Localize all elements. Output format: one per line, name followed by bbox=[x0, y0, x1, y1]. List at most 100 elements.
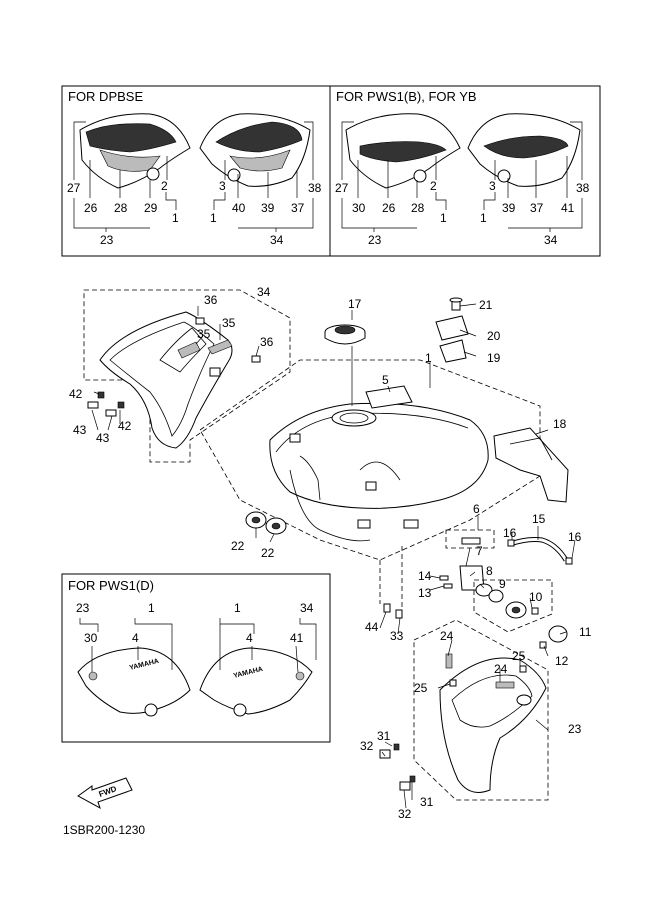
header-pws1b-yb: FOR PWS1(B), FOR YB bbox=[336, 89, 477, 104]
callout: 28 bbox=[411, 201, 425, 215]
bracket-20-19 bbox=[435, 297, 469, 363]
callout: 23 bbox=[568, 722, 582, 736]
callout: 30 bbox=[84, 631, 98, 645]
callout: 43 bbox=[73, 423, 87, 437]
callout: 1 bbox=[480, 211, 487, 225]
dpbse-right-cover bbox=[199, 113, 311, 187]
callout: 13 bbox=[418, 586, 432, 600]
callout: 41 bbox=[290, 631, 304, 645]
callout: 17 bbox=[348, 297, 362, 311]
main-callouts: 34 36 35 35 36 42 43 42 43 17 21 20 19 1… bbox=[69, 285, 592, 821]
callout: 29 bbox=[144, 201, 158, 215]
callout: 27 bbox=[335, 181, 349, 195]
pws1b-right-cover bbox=[467, 113, 581, 187]
callout: 30 bbox=[352, 201, 366, 215]
callout: 27 bbox=[67, 181, 81, 195]
callout: 34 bbox=[544, 233, 558, 247]
side-cover-right bbox=[439, 653, 547, 793]
callout: 21 bbox=[479, 298, 493, 312]
diagram-code: 1SBR200-1230 bbox=[63, 823, 145, 837]
callout: 42 bbox=[69, 387, 83, 401]
callout: 10 bbox=[529, 590, 543, 604]
callout: 31 bbox=[377, 729, 391, 743]
inset-top: FOR DPBSE FOR PWS1(B), FOR YB bbox=[61, 85, 601, 257]
callout: 12 bbox=[555, 654, 569, 668]
callout: 33 bbox=[390, 629, 404, 643]
callout: 6 bbox=[473, 502, 480, 516]
filler-cap bbox=[324, 324, 366, 345]
outline-34 bbox=[83, 289, 291, 463]
dampers-22 bbox=[245, 511, 287, 535]
pws1b-callouts: 27 30 26 28 2 1 23 3 1 39 37 41 38 34 bbox=[335, 121, 590, 247]
decal-5 bbox=[365, 385, 413, 409]
screws-31-32 bbox=[379, 743, 416, 791]
header-dpbse: FOR DPBSE bbox=[68, 89, 143, 104]
callout: 34 bbox=[270, 233, 284, 247]
callout: 8 bbox=[486, 564, 493, 578]
callout: 34 bbox=[300, 601, 314, 615]
dpbse-callouts: 27 26 28 29 2 1 23 3 1 40 39 37 38 34 bbox=[67, 121, 322, 247]
pws1b-left-cover bbox=[345, 113, 461, 189]
callout: 39 bbox=[261, 201, 275, 215]
callout: 11 bbox=[579, 625, 592, 639]
outline-23 bbox=[413, 619, 549, 801]
header-pws1d: FOR PWS1(D) bbox=[68, 578, 154, 593]
inset-pws1d: FOR PWS1(D) YAMAHA YAMAHA 23 1 30 4 1 4 … bbox=[61, 573, 331, 743]
callout: 23 bbox=[368, 233, 382, 247]
callout: 16 bbox=[568, 530, 582, 544]
side-cover-left bbox=[99, 311, 261, 449]
callout: 26 bbox=[382, 201, 396, 215]
callout: 42 bbox=[118, 419, 132, 433]
callout: 1 bbox=[234, 601, 241, 615]
callout: 31 bbox=[420, 795, 434, 809]
callout: 5 bbox=[382, 373, 389, 387]
callout: 39 bbox=[502, 201, 516, 215]
dpbse-left-cover bbox=[79, 113, 191, 189]
callout: 1 bbox=[172, 211, 179, 225]
callout: 4 bbox=[132, 631, 139, 645]
callout: 3 bbox=[489, 179, 496, 193]
callout: 34 bbox=[257, 285, 271, 299]
callout: 28 bbox=[114, 201, 128, 215]
callout: 24 bbox=[494, 662, 508, 676]
bolts-44-33 bbox=[379, 546, 403, 619]
callout: 38 bbox=[576, 181, 590, 195]
callout: 3 bbox=[219, 179, 226, 193]
callout: 15 bbox=[532, 512, 546, 526]
callout: 35 bbox=[222, 316, 236, 330]
callout: 1 bbox=[148, 601, 155, 615]
pws1d-callouts: 23 1 30 4 1 4 34 41 bbox=[76, 601, 317, 673]
callout: 7 bbox=[476, 544, 483, 558]
callout: 37 bbox=[530, 201, 544, 215]
callout: 40 bbox=[232, 201, 246, 215]
callout: 22 bbox=[261, 546, 275, 560]
fuel-cock bbox=[439, 529, 568, 649]
callout: 19 bbox=[487, 351, 501, 365]
callout: 36 bbox=[204, 293, 218, 307]
callout: 36 bbox=[260, 335, 274, 349]
main-exploded-view: 34 36 35 35 36 42 43 42 43 17 21 20 19 1… bbox=[69, 285, 592, 821]
callout: 24 bbox=[440, 629, 454, 643]
callout: 23 bbox=[76, 601, 90, 615]
callout: 20 bbox=[487, 329, 501, 343]
callout: 43 bbox=[96, 431, 110, 445]
callout: 9 bbox=[499, 577, 506, 591]
callout: 18 bbox=[553, 417, 567, 431]
main-leaders bbox=[91, 303, 576, 809]
bracket-18 bbox=[493, 427, 569, 503]
callout: 32 bbox=[360, 739, 374, 753]
pws1d-left-cover: YAMAHA bbox=[77, 647, 191, 717]
callout: 4 bbox=[246, 631, 253, 645]
callout: 32 bbox=[398, 807, 412, 821]
callout: 25 bbox=[414, 681, 428, 695]
callout: 37 bbox=[291, 201, 305, 215]
callout: 35 bbox=[197, 327, 211, 341]
callout: 44 bbox=[365, 620, 379, 634]
callout: 23 bbox=[100, 233, 114, 247]
callout: 26 bbox=[84, 201, 98, 215]
callout: 16 bbox=[503, 526, 517, 540]
fwd-arrow: FWD bbox=[77, 777, 133, 810]
callout: 14 bbox=[418, 569, 432, 583]
callout: 38 bbox=[308, 181, 322, 195]
